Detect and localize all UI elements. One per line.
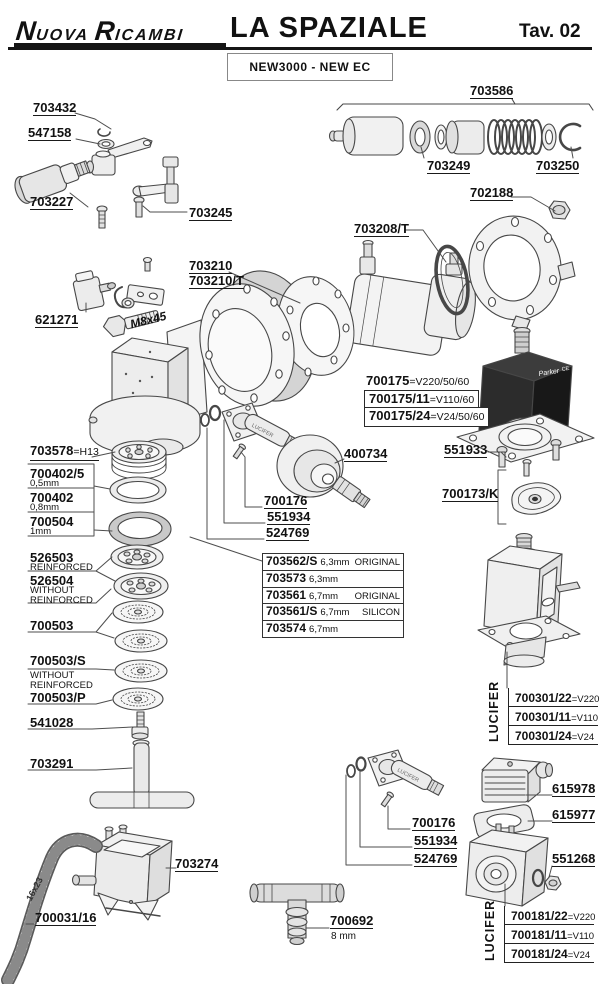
- part-label-551934-b: 551934: [414, 833, 458, 849]
- part-label-700175-11: 700175/11=V110/60: [364, 390, 480, 410]
- bolt-m8x45-drawing: [102, 310, 160, 338]
- hose-drawing: [1, 832, 103, 984]
- part-label-703208T: 703208/T: [354, 221, 409, 237]
- coil-brand-text: Parker: [538, 368, 560, 378]
- model-box: NEW3000 - NEW EC: [227, 53, 393, 81]
- plate-number: Tav. 02: [519, 21, 581, 42]
- part-label-551268: 551268: [552, 851, 596, 867]
- part-note-700402: 0,8mm: [30, 502, 60, 513]
- valve-base-drawing: [456, 413, 595, 477]
- steam-tap-parts-drawing: [14, 128, 179, 229]
- part-note-700402-5: 0,5mm: [30, 478, 60, 489]
- lucifer-row: 700301/22=V220: [509, 688, 599, 707]
- base-gasket-drawing: [511, 482, 562, 515]
- lucifer-table-1: 700301/22=V220 700301/11=V110 700301/24=…: [508, 688, 599, 745]
- part-label-700692: 700692: [330, 913, 374, 929]
- drain-box-drawing: [71, 824, 173, 921]
- part-label-703249: 703249: [427, 158, 471, 174]
- part-note-700692: 8 mm: [331, 931, 356, 942]
- lucifer-row: 700181/22=V220: [505, 906, 595, 925]
- microswitch-drawing: [72, 256, 165, 312]
- page-title: LA SPAZIALE: [230, 12, 428, 44]
- part-label-700402-5: 700402/5: [30, 466, 85, 481]
- part-label-700503S: 700503/S: [30, 653, 86, 668]
- part-label-700503P: 700503/P: [30, 690, 86, 705]
- part-label-700175: 700175=V220/50/60: [366, 374, 470, 391]
- part-label-700402: 700402: [30, 490, 74, 505]
- lucifer-row: 700181/11=V110: [505, 925, 594, 944]
- part-label-551933: 551933: [444, 442, 488, 458]
- part-label-700503: 700503: [30, 618, 74, 633]
- part-label-703250: 703250: [536, 158, 580, 174]
- lucifer-brand-2: LUCIFER: [483, 899, 497, 961]
- part-note-700504: 1mm: [30, 526, 52, 537]
- lucifer-row: 700301/11=V110: [509, 707, 598, 726]
- part-label-700176-a: 700176: [264, 493, 308, 509]
- header-rule: [8, 47, 592, 50]
- part-label-547158: 547158: [28, 125, 72, 141]
- t-fitting-drawing: [249, 883, 345, 946]
- part-label-621271: 621271: [35, 312, 79, 328]
- part-label-700173K: 700173/K: [442, 486, 499, 502]
- part-label-541028: 541028: [30, 715, 74, 730]
- part-label-703227: 703227: [30, 194, 74, 210]
- expansion-valve2-drawing: LUCIFER: [346, 749, 445, 808]
- part-note-526504: WITHOUT REINFORCED: [30, 585, 93, 606]
- part-label-703210: 703210: [189, 258, 233, 274]
- part-label-615977: 615977: [552, 807, 596, 823]
- part-label-700504: 700504: [30, 514, 74, 529]
- part-label-703432: 703432: [33, 100, 77, 116]
- lucifer-row: 700181/24=V24: [505, 944, 594, 963]
- part-label-700031-16: 700031/16: [35, 910, 97, 926]
- coil-connector-drawing: [465, 757, 562, 907]
- leader-lines: [25, 112, 574, 929]
- part-note-700503S: WITHOUT REINFORCED: [30, 670, 93, 691]
- part-label-703274: 703274: [175, 856, 219, 872]
- part-label-526503: 526503: [30, 550, 74, 565]
- part-label-551934-a: 551934: [267, 509, 311, 525]
- part-label-526504: 526504: [30, 573, 74, 588]
- part-label-615978: 615978: [552, 781, 596, 797]
- part-label-703245: 703245: [189, 205, 233, 221]
- filter-stack-drawing: [89, 440, 195, 809]
- part-label-703578: 703578=H13: [30, 444, 99, 461]
- lucifer-table-2: 700181/22=V220 700181/11=V110 700181/24=…: [504, 906, 595, 963]
- part-label-700176-b: 700176: [412, 815, 456, 831]
- piston-assembly-drawing: [328, 98, 594, 156]
- part-label-524769-b: 524769: [414, 851, 458, 867]
- part-label-524769-a: 524769: [266, 525, 310, 541]
- part-label-703586: 703586: [470, 83, 514, 99]
- part-note-526503: REINFORCED: [30, 562, 93, 573]
- part-label-702188: 702188: [470, 185, 514, 201]
- part-label-700175-24: 700175/24=V24/50/60: [364, 407, 490, 427]
- flange-ring-drawing: [434, 200, 576, 331]
- part-label-703291: 703291: [30, 756, 74, 771]
- lucifer-brand-1: LUCIFER: [487, 680, 501, 742]
- solenoid-valve-drawing: [477, 532, 581, 668]
- lucifer-row: 700301/24=V24: [509, 726, 598, 745]
- part-label-703210T: 703210/T: [189, 273, 244, 289]
- logo-underline: [14, 43, 226, 47]
- expansion-valve-drawing: LUCIFER: [200, 402, 371, 509]
- part-label-400734: 400734: [344, 446, 388, 462]
- coil-ce-mark: CE: [561, 366, 570, 373]
